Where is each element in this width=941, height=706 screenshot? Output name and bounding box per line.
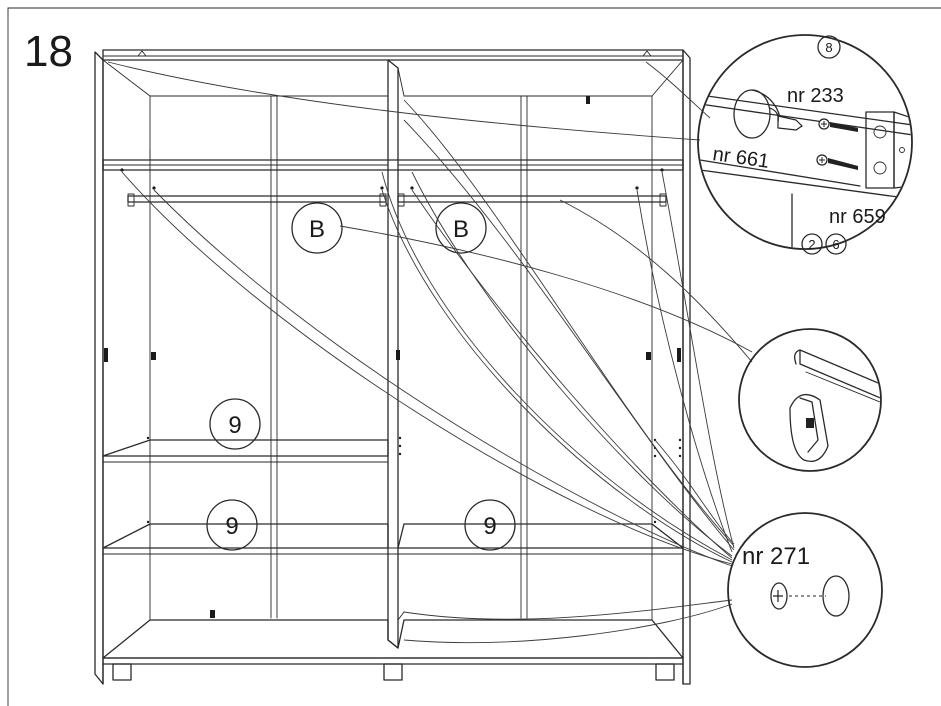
screw-icon	[816, 154, 858, 170]
panel-part-number: nr 659	[829, 206, 886, 228]
cap-cover-icon	[822, 575, 850, 617]
right-side-panel	[682, 49, 691, 685]
callout-shelf-bottom-right-label: 9	[483, 513, 496, 540]
callout-shelf-top-left: 9	[209, 398, 261, 450]
page-frame	[7, 7, 941, 706]
hanging-rail-right	[397, 193, 667, 207]
cam-part-number: nr 271	[742, 543, 810, 570]
callout-rail-left-label: B	[309, 216, 325, 243]
detail-top-badge: 8	[825, 40, 832, 55]
bottom-board	[102, 619, 684, 665]
left-middle-shelf	[102, 439, 389, 463]
leader-lines	[107, 61, 753, 644]
callout-rail-right: B	[435, 202, 487, 254]
feet	[112, 663, 675, 681]
detail-top-bracket: 8 nr 233 nr 661 nr 659 2 6	[697, 34, 913, 255]
callout-rail-right-label: B	[453, 216, 469, 243]
callout-shelf-bottom-left: 9	[206, 499, 258, 551]
screw-icon	[818, 118, 858, 132]
bracket-part-number: nr 661	[711, 143, 770, 173]
detail-rail-support	[738, 328, 882, 472]
back-panel	[102, 59, 684, 621]
hanging-rail-left	[127, 193, 387, 207]
callout-shelf-top-left-label: 9	[228, 412, 241, 439]
step-number: 18	[24, 27, 73, 76]
detail-top-badge-right: 6	[832, 237, 839, 252]
screw-part-number: nr 233	[787, 85, 844, 107]
callout-shelf-bottom-left-label: 9	[225, 513, 238, 540]
detail-top-badge-left: 2	[808, 237, 815, 252]
cam-lock-icon	[770, 582, 788, 610]
fittings	[104, 96, 682, 618]
callout-rail-left: B	[291, 202, 343, 254]
left-side-panel	[94, 51, 104, 685]
top-board	[102, 49, 684, 61]
upper-shelf	[102, 149, 684, 171]
detail-cam-lock: nr 271	[727, 512, 883, 668]
wardrobe	[94, 49, 691, 685]
lower-shelf	[102, 523, 684, 555]
callout-shelf-bottom-right: 9	[464, 499, 516, 551]
rail-end-cap-icon	[733, 89, 803, 139]
